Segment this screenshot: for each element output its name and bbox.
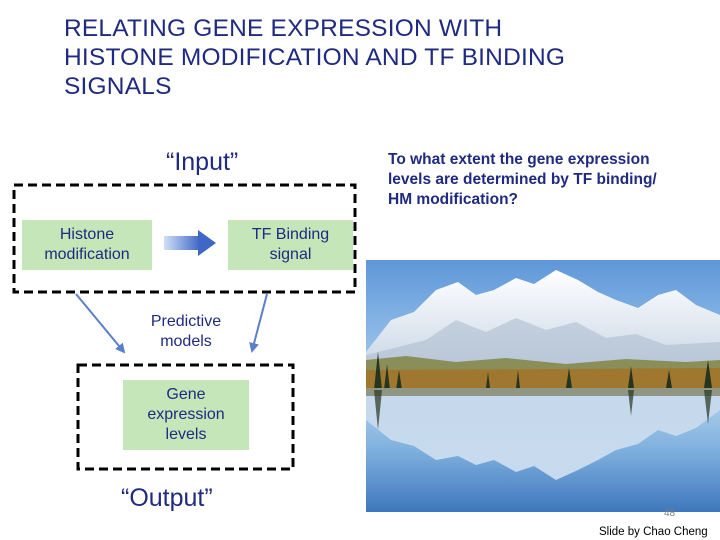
input-label: “Input”	[166, 148, 239, 176]
tf-to-predictive-arrow	[249, 293, 268, 353]
question-text: To what extent the gene expression level…	[388, 150, 713, 210]
slide-credit: Slide by Chao Cheng	[599, 526, 708, 538]
tf-binding-box: TF Binding signal	[228, 220, 353, 270]
question-line-3: HM modification?	[388, 191, 519, 208]
histone-modification-box: Histone modification	[22, 220, 152, 270]
hm-to-predictive-arrow	[75, 293, 126, 354]
page-number: 48	[664, 508, 676, 519]
predictive-models-label: Predictive models	[150, 313, 222, 350]
title-line-1: RELATING GENE EXPRESSION WITH	[64, 15, 503, 42]
tf-binding-label: TF Binding signal	[251, 226, 330, 263]
histone-modification-label: Histone modification	[44, 226, 130, 263]
title-line-2: HISTONE MODIFICATION AND TF BINDING	[64, 44, 566, 71]
question-line-2: levels are determined by TF binding/	[388, 171, 657, 188]
output-dashed-box	[76, 363, 295, 471]
title-line-3: SIGNALS	[64, 73, 172, 100]
hm-to-tf-arrow	[164, 230, 216, 256]
question-line-1: To what extent the gene expression	[388, 151, 650, 168]
gene-expression-box: Gene expression levels	[123, 380, 249, 450]
output-label: “Output”	[121, 484, 213, 512]
gene-expression-label: Gene expression levels	[147, 386, 225, 443]
mountain-lake-photo	[366, 260, 720, 512]
slide-title: RELATING GENE EXPRESSION WITH HISTONE MO…	[64, 14, 664, 101]
input-dashed-box	[12, 183, 357, 294]
